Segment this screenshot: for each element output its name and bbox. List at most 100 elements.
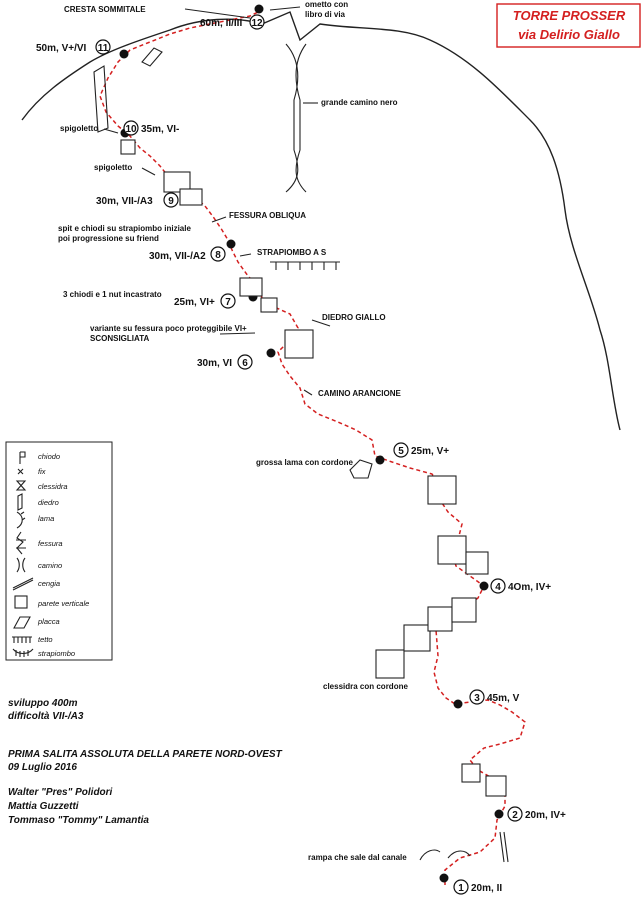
fix-icon	[17, 468, 24, 475]
legend-label-1: chiodo	[38, 452, 60, 461]
label-grossa-lama: grossa lama con cordone	[256, 458, 353, 467]
flake-icon	[16, 511, 26, 529]
title-box: TORRE PROSSER via Delirio Giallo	[496, 3, 641, 48]
wall-feature	[461, 763, 481, 783]
wall-feature	[485, 775, 507, 797]
legend-label-10: placca	[37, 617, 60, 626]
pitch-labels: 1 20m, II 2 20m, IV+ 3 45m, V 4 4Om, IV+…	[36, 14, 566, 895]
pitch-5-number: 5	[398, 446, 404, 457]
label-camino-nero: grande camino nero	[321, 98, 398, 107]
pitch-2-number: 2	[512, 810, 518, 821]
label-variante-2: SCONSIGLIATA	[90, 334, 149, 343]
great-chimney	[285, 43, 307, 193]
pitch-12-text: 60m, II/III	[200, 18, 242, 29]
pitch-11-number: 11	[98, 43, 109, 54]
pitch-8: 30m, VII-/A2 8	[149, 246, 226, 262]
legend-label-9: parete verticale	[37, 599, 89, 608]
pitch-9: 30m, VII-/A3 9	[96, 192, 179, 208]
wall-feature	[239, 277, 263, 297]
pitch-5: 5 25m, V+	[393, 442, 449, 458]
pitch-10: 10 35m, VI-	[123, 120, 179, 136]
legend-label-6: fessura	[38, 539, 63, 548]
terrain-features	[93, 47, 509, 863]
label-diedro-giallo: DIEDRO GIALLO	[322, 313, 386, 322]
pitch-8-text: 30m, VII-/A2	[149, 251, 206, 262]
pitch-10-text: 35m, VI-	[141, 124, 179, 135]
wall-feature	[179, 188, 203, 206]
info-data: 09 Luglio 2016	[8, 762, 77, 773]
pitch-6-text: 30m, VI	[197, 358, 232, 369]
info-sviluppo: sviluppo 400m	[8, 698, 78, 709]
wall-feature	[403, 624, 431, 652]
legend-label-12: strapiombo	[38, 649, 75, 658]
belay-11	[119, 49, 129, 59]
pitch-1: 1 20m, II	[453, 879, 502, 895]
pitch-7: 25m, VI+ 7	[174, 293, 236, 309]
legend: chiodo fix clessidra diedro lama fessura…	[5, 441, 113, 661]
pitch-4-text: 4Om, IV+	[508, 582, 551, 593]
label-ometto-1: ometto con	[305, 0, 348, 9]
legend-label-3: clessidra	[38, 482, 68, 491]
legend-label-7: camino	[38, 561, 62, 570]
label-variante-1: variante su fessura poco proteggibile VI…	[90, 324, 247, 333]
pitch-12-number: 12	[251, 18, 263, 29]
label-spit-1: spit e chiodi su strapiombo iniziale	[58, 224, 191, 233]
belay-6	[266, 348, 276, 358]
dihedral-icon	[17, 493, 23, 511]
legend-label-4: diedro	[38, 498, 59, 507]
belay-4	[479, 581, 489, 591]
wall-feature	[260, 297, 278, 313]
pitch-12: 60m, II/III 12	[200, 14, 265, 30]
wall-feature	[375, 649, 405, 679]
route-info: sviluppo 400m difficoltà VII-/A3 PRIMA S…	[8, 698, 283, 826]
chimney-feature	[499, 831, 509, 863]
leader-lines	[103, 6, 331, 396]
info-difficolta: difficoltà VII-/A3	[8, 711, 84, 722]
roof-feature	[270, 261, 340, 270]
info-climber-1: Walter "Pres" Polidori	[8, 787, 113, 798]
wall-feature	[427, 475, 457, 505]
belay-8	[226, 239, 236, 249]
pitch-2: 2 20m, IV+	[507, 806, 566, 822]
pitch-4-number: 4	[495, 582, 501, 593]
pitch-6-number: 6	[242, 358, 248, 369]
belay-12	[254, 4, 264, 14]
slab-feature	[141, 47, 163, 67]
flake-feature	[349, 459, 373, 479]
belay-5	[375, 455, 385, 465]
label-cresta: CRESTA SOMMITALE	[64, 5, 146, 14]
route-line	[99, 11, 526, 885]
crack-icon	[16, 531, 26, 555]
label-spit-2: poi progressione su friend	[58, 234, 159, 243]
label-spigoletto-b: spigoletto	[94, 163, 132, 172]
legend-label-5: lama	[38, 514, 54, 523]
legend-box	[5, 441, 113, 661]
pitch-3-text: 45m, V	[487, 693, 520, 704]
wall-icon	[14, 595, 28, 609]
label-fessura-obliqua: FESSURA OBLIQUA	[229, 211, 306, 220]
info-climber-2: Mattia Guzzetti	[8, 801, 79, 812]
belay-3	[453, 699, 463, 709]
pitch-4: 4 4Om, IV+	[490, 578, 551, 594]
pitch-7-number: 7	[225, 297, 231, 308]
pitch-7-text: 25m, VI+	[174, 297, 215, 308]
wall-feature	[437, 535, 467, 565]
roof-icon	[12, 636, 32, 643]
legend-label-2: fix	[38, 467, 46, 476]
chimney-icon	[16, 557, 26, 573]
wall-feature	[163, 171, 191, 193]
info-prima: PRIMA SALITA ASSOLUTA DELLA PARETE NORD-…	[8, 749, 283, 760]
dihedral-feature	[93, 65, 109, 133]
label-camino-arancione: CAMINO ARANCIONE	[318, 389, 401, 398]
pitch-11: 50m, V+/VI 11	[36, 39, 111, 55]
pitch-9-number: 9	[168, 196, 174, 207]
pitch-1-text: 20m, II	[471, 883, 502, 894]
overhang-feature	[419, 849, 471, 861]
title-line-2: via Delirio Giallo	[518, 27, 620, 42]
wall-feature	[284, 329, 314, 359]
pitch-3: 3 45m, V	[469, 689, 520, 705]
wall-feature	[120, 139, 136, 155]
wall-feature	[427, 606, 453, 632]
belay-2	[494, 809, 504, 819]
